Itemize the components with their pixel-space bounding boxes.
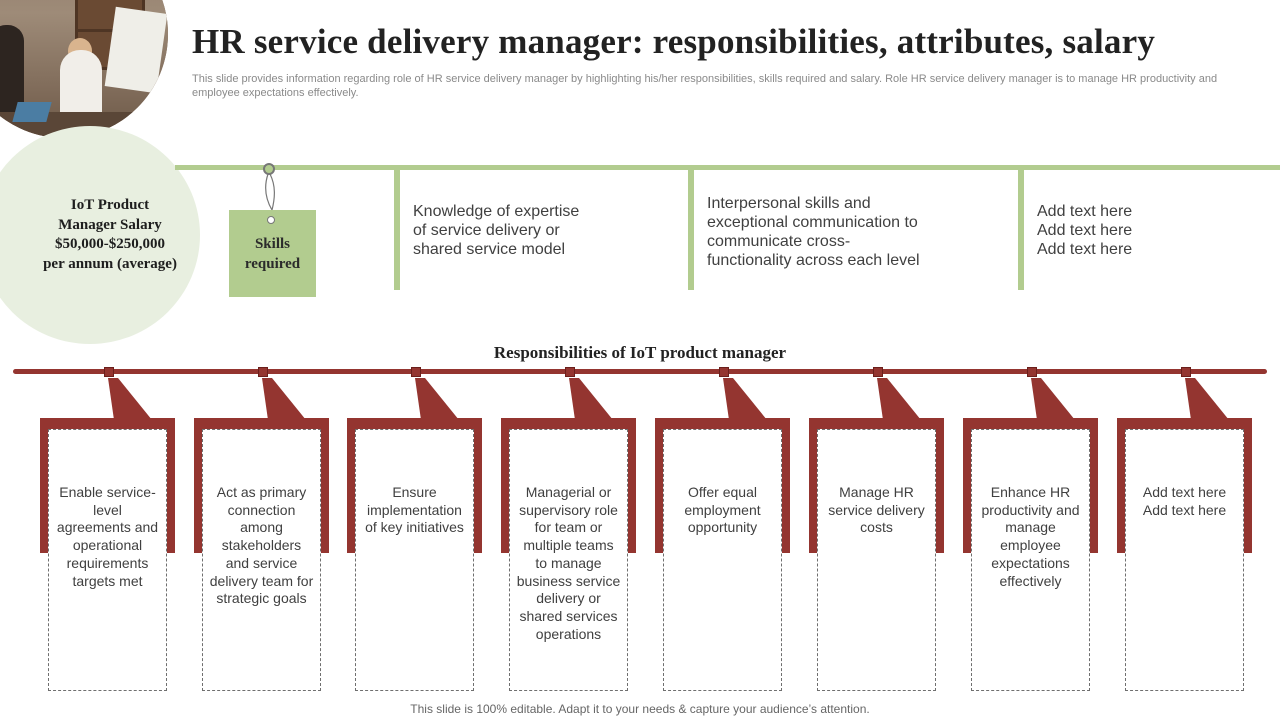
pointer-flag — [723, 378, 767, 420]
pointer-flag — [877, 378, 921, 420]
salary-circle: IoT Product Manager Salary $50,000-$250,… — [0, 126, 200, 344]
responsibility-card: Enable service- level agreements and ope… — [48, 429, 167, 691]
pointer-flag — [415, 378, 459, 420]
pointer-flag — [569, 378, 613, 420]
timeline-node — [1181, 367, 1191, 377]
page-subtitle: This slide provides information regardin… — [192, 73, 1218, 99]
skills-separator — [688, 170, 694, 290]
timeline-node — [1027, 367, 1037, 377]
pointer-flag — [1031, 378, 1075, 420]
skills-separator — [1018, 170, 1024, 290]
responsibility-card: Enhance HR productivity and manage emplo… — [971, 429, 1090, 691]
responsibility-card: Offer equal employment opportunity — [663, 429, 782, 691]
timeline-node — [719, 367, 729, 377]
skill-item: Add text here Add text here Add text her… — [1037, 203, 1133, 258]
page-title: HR service delivery manager: responsibil… — [192, 22, 1156, 61]
pointer-flag — [262, 378, 306, 420]
skill-item: Knowledge of expertise of service delive… — [413, 203, 580, 258]
responsibilities-heading: Responsibilities of IoT product manager — [493, 343, 787, 362]
skills-separator — [394, 170, 400, 290]
timeline-node — [873, 367, 883, 377]
responsibility-card: Act as primary connection among stakehol… — [202, 429, 321, 691]
team-meeting-photo — [0, 0, 168, 138]
tag-string — [265, 173, 275, 211]
skill-item: Interpersonal skills and exceptional com… — [707, 195, 920, 269]
skills-tag: Skills required — [229, 210, 316, 297]
responsibility-card: Ensure implementation of key initiatives — [355, 429, 474, 691]
footer-note: This slide is 100% editable. Adapt it to… — [410, 702, 870, 716]
timeline-node — [565, 367, 575, 377]
responsibility-card: Manage HR service delivery costs — [817, 429, 936, 691]
skills-divider-line — [175, 165, 1280, 170]
timeline-line — [13, 369, 1267, 374]
pointer-flag — [108, 378, 152, 420]
timeline-node — [411, 367, 421, 377]
pin-icon — [263, 163, 275, 175]
timeline-node — [104, 367, 114, 377]
responsibility-card: Add text here Add text here — [1125, 429, 1244, 691]
responsibility-card: Managerial or supervisory role for team … — [509, 429, 628, 691]
timeline-node — [258, 367, 268, 377]
salary-text: IoT Product Manager Salary $50,000-$250,… — [43, 197, 177, 272]
pointer-flag — [1185, 378, 1229, 420]
tag-hole — [267, 216, 275, 224]
